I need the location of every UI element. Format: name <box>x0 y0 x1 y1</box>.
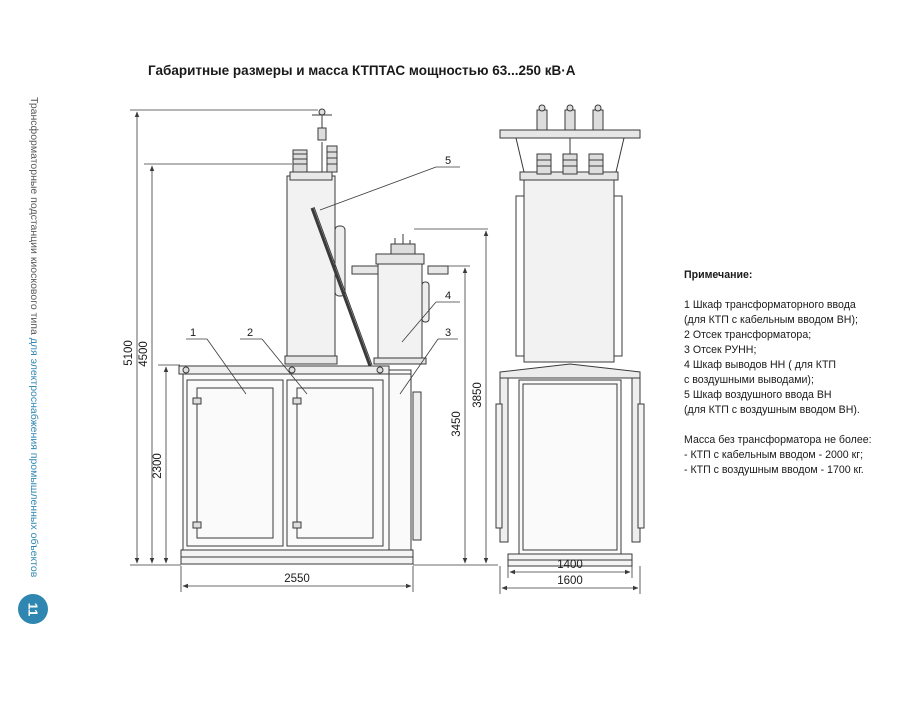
callout-1: 1 <box>190 327 196 339</box>
dim-5100: 5100 <box>123 340 135 366</box>
callouts <box>186 166 460 395</box>
callout-5: 5 <box>445 155 451 167</box>
side-dimensions <box>499 566 641 594</box>
page-number-badge: 11 <box>18 594 48 624</box>
lv-output-cabinet <box>377 261 423 361</box>
note-line: (для КТП с кабельным вводом ВН); <box>684 314 858 326</box>
door-2-panel <box>296 387 374 539</box>
dim-4500: 4500 <box>138 341 150 367</box>
callout-3: 3 <box>445 327 451 339</box>
mass-title: Масса без трансформатора не более: <box>684 434 872 446</box>
door-1 <box>186 379 284 547</box>
note-line: 3 Отсек РУНН; <box>684 344 757 356</box>
side-hv-cabinet <box>523 175 615 363</box>
notes-block: Примечание: 1 Шкаф трансформаторного вво… <box>684 268 894 478</box>
hv-air-input-cabinet <box>286 175 336 361</box>
front-roof <box>178 365 390 375</box>
dim-3850: 3850 <box>472 382 484 408</box>
callout-labels: 1 2 3 4 5 <box>190 155 451 339</box>
note-line: 2 Отсек трансформатора; <box>684 329 812 341</box>
dim-3450: 3450 <box>451 411 463 437</box>
dim-2550: 2550 <box>284 573 310 585</box>
dim-1400: 1400 <box>557 559 583 571</box>
notes-title: Примечание: <box>684 269 753 281</box>
front-dimension-labels: 5100 4500 2300 3850 3450 2550 <box>123 340 484 585</box>
callout-2: 2 <box>247 327 253 339</box>
note-line: с воздушными выводами); <box>684 374 814 386</box>
front-view <box>178 108 449 565</box>
door-2 <box>286 379 384 547</box>
note-line: 5 Шкаф воздушного ввода ВН <box>684 389 832 401</box>
side-view <box>495 104 645 567</box>
note-line: 4 Шкаф выводов НН ( для КТП <box>684 359 837 371</box>
runn-section <box>388 373 412 551</box>
page-title: Габаритные размеры и масса КТПТАС мощнос… <box>148 63 576 78</box>
mass-line: - КТП с воздушным вводом - 1700 кг. <box>684 464 864 476</box>
callout-4: 4 <box>445 290 451 302</box>
dim-2300: 2300 <box>152 453 164 479</box>
side-dimension-labels: 1400 1600 <box>557 559 583 587</box>
note-line: (для КТП с воздушным вводом ВН). <box>684 404 860 416</box>
note-line: 1 Шкаф трансформаторного ввода <box>684 299 856 311</box>
door-1-panel <box>196 387 274 539</box>
front-dimensions <box>130 109 498 592</box>
mass-line: - КТП с кабельным вводом - 2000 кг; <box>684 449 864 461</box>
side-cabinet <box>518 379 622 555</box>
dim-1600: 1600 <box>557 575 583 587</box>
